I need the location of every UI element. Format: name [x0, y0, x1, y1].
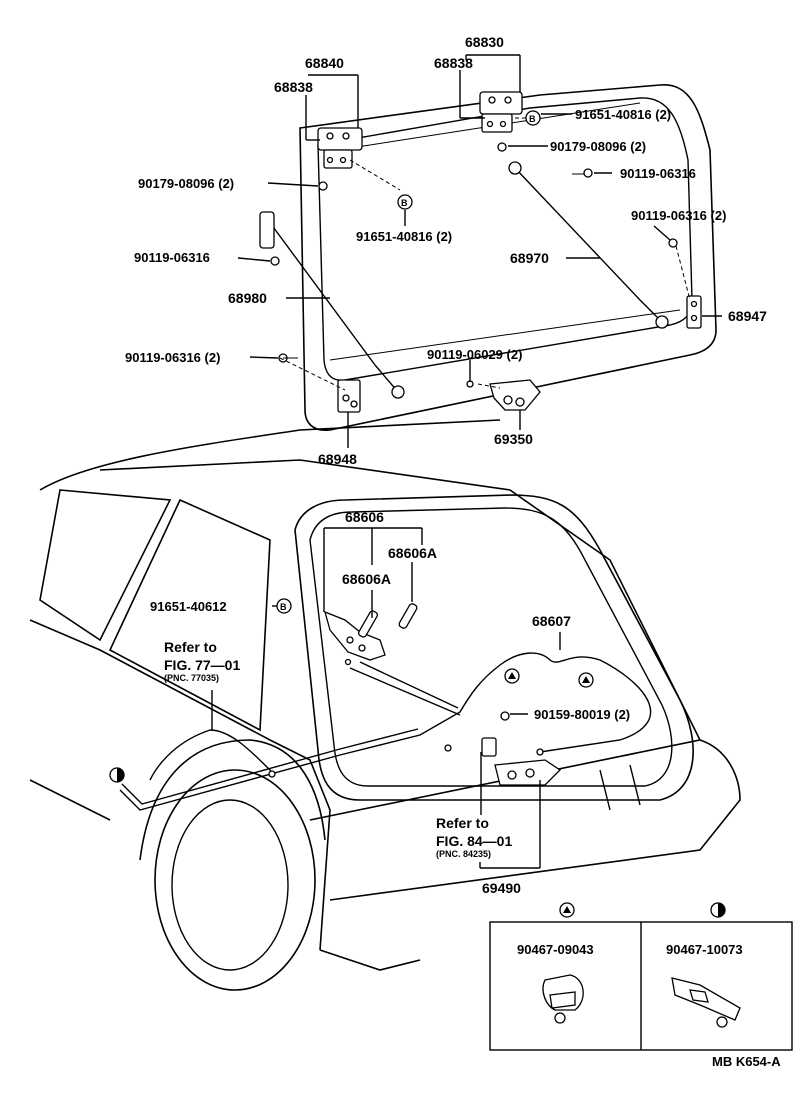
marker-b-mid-text: B	[401, 198, 408, 208]
label-68606: 68606	[345, 509, 384, 525]
label-90119-06316-2-left: 90119-06316 (2)	[125, 350, 220, 365]
hinge-right	[479, 91, 523, 133]
label-69350: 69350	[494, 431, 533, 447]
clip-90467-09043	[542, 974, 584, 1024]
label-90179-08096-left: 90179-08096 (2)	[138, 176, 234, 191]
dashed-guides	[279, 117, 691, 391]
label-68606A-top: 68606A	[388, 545, 437, 561]
bracket-68947	[686, 295, 702, 329]
stay-damper-right	[508, 161, 669, 329]
label-90119-06029: 90119-06029 (2)	[427, 347, 522, 362]
label-91651-40816-top: 91651-40816 (2)	[575, 107, 671, 122]
label-69490: 69490	[482, 880, 521, 896]
car-body	[29, 419, 741, 991]
lock-69490	[444, 711, 562, 786]
label-68838-right: 68838	[434, 55, 473, 71]
marker-halfcircle	[109, 767, 125, 783]
label-68970: 68970	[510, 250, 549, 266]
leaders-bottom	[211, 527, 561, 869]
label-fig-77: FIG. 77—01	[164, 657, 240, 673]
label-refer-to-1: Refer to	[164, 639, 217, 655]
label-68840: 68840	[305, 55, 344, 71]
label-68606A-mid: 68606A	[342, 571, 391, 587]
label-pnc-84235: (PNC. 84235)	[436, 849, 491, 859]
label-91651-40612: 91651-40612	[150, 599, 227, 614]
label-90119-06316-right: 90119-06316	[620, 166, 696, 181]
label-68947: 68947	[728, 308, 767, 324]
bolts	[270, 142, 678, 363]
marker-b-top: B	[525, 110, 541, 126]
hinge-left	[317, 127, 363, 169]
label-91651-40816-mid: 91651-40816 (2)	[356, 229, 452, 244]
diagram-code: MB K654-A	[712, 1054, 781, 1069]
part-labels: 68830 68840 68838 68838 91651-40816 (2) …	[125, 34, 781, 1069]
marker-triangle-2	[578, 672, 594, 688]
clip-90467-10073	[671, 977, 741, 1028]
label-68607: 68607	[532, 613, 571, 629]
label-90119-06316-left: 90119-06316	[134, 250, 210, 265]
stay-damper-left	[259, 211, 405, 399]
label-68830: 68830	[465, 34, 504, 50]
label-90179-08096-right: 90179-08096 (2)	[550, 139, 646, 154]
label-fig-84: FIG. 84—01	[436, 833, 512, 849]
leaders-top	[237, 54, 722, 448]
label-90119-06316-2-right: 90119-06316 (2)	[631, 208, 726, 223]
label-68948: 68948	[318, 451, 357, 467]
label-pnc-77035: (PNC. 77035)	[164, 673, 219, 683]
latch-69350	[466, 379, 541, 411]
label-68980: 68980	[228, 290, 267, 306]
release-cable	[119, 652, 652, 811]
label-68838-left: 68838	[274, 79, 313, 95]
marker-b-mid: B	[397, 194, 413, 210]
label-90159-80019: 90159-80019 (2)	[534, 707, 630, 722]
marker-triangle-1	[504, 668, 520, 684]
label-90467-09043: 90467-09043	[517, 942, 594, 957]
label-90467-10073: 90467-10073	[666, 942, 743, 957]
marker-b-bottom: B	[276, 598, 292, 614]
bracket-68948	[337, 379, 361, 413]
legend-box	[489, 902, 793, 1051]
marker-b-top-text: B	[529, 114, 536, 124]
marker-b-bottom-text: B	[280, 602, 287, 612]
label-refer-to-2: Refer to	[436, 815, 489, 831]
